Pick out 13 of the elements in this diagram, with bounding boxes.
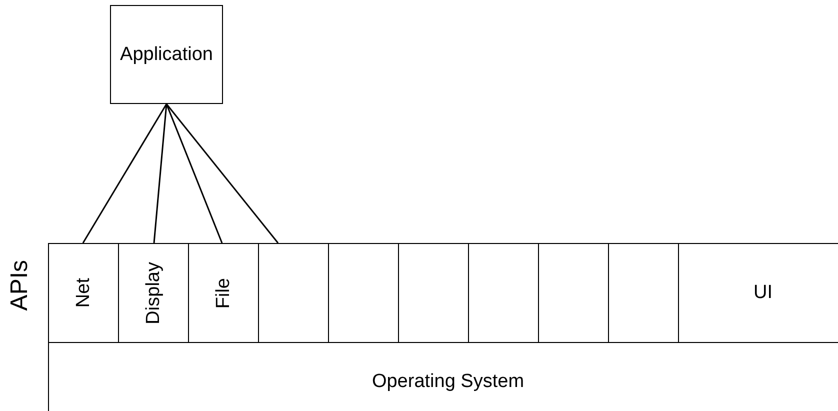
connector-line [153, 104, 168, 244]
box-label: Net [72, 278, 94, 308]
side-label: APIs [6, 260, 34, 311]
connector-line [166, 104, 223, 244]
connector-line [166, 104, 279, 244]
api-box [48, 243, 119, 343]
box-label: Display [142, 262, 164, 324]
box-label: UI [754, 282, 772, 304]
api-box [110, 5, 223, 104]
box-label: File [212, 278, 234, 308]
connector-line [82, 104, 168, 244]
box-label: Application [120, 44, 213, 66]
box-label: Operating System [372, 371, 524, 393]
